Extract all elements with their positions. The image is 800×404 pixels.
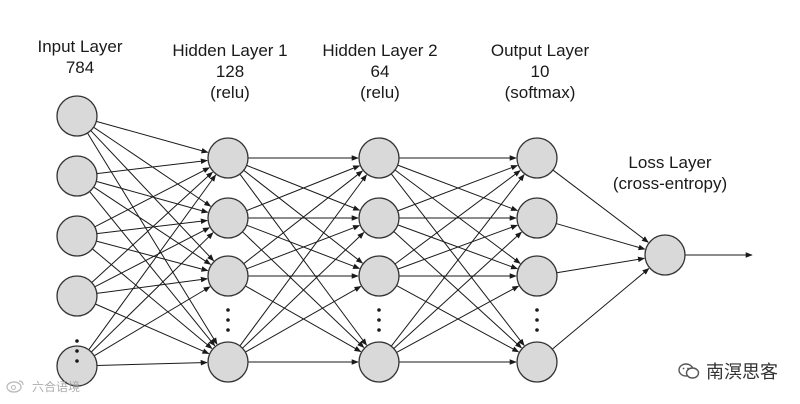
input-to-hidden1-edge bbox=[96, 276, 208, 294]
output-to-loss-edge bbox=[556, 256, 645, 274]
input-to-hidden1-edge bbox=[92, 248, 213, 349]
hidden-layer-2-label: Hidden Layer 2 64 (relu) bbox=[305, 40, 455, 103]
input-to-hidden1-edge bbox=[89, 191, 216, 347]
output-layer-label: Output Layer 10 (softmax) bbox=[470, 40, 610, 103]
output-to-loss-edge bbox=[552, 169, 649, 243]
output-to-loss-edge bbox=[552, 268, 650, 350]
input-node bbox=[56, 215, 98, 257]
hidden1-node bbox=[207, 197, 249, 239]
wechat-watermark-text: 南溟思客 bbox=[706, 362, 778, 383]
input-to-hidden1-edge bbox=[94, 167, 210, 228]
hidden2-to-output-edge bbox=[397, 224, 518, 270]
hidden1-to-hidden2-edge bbox=[246, 225, 361, 270]
hidden2-node bbox=[358, 197, 400, 239]
input-to-hidden1-edge bbox=[96, 158, 208, 175]
ellipsis-dot bbox=[226, 328, 230, 332]
hidden1-to-hidden2-edge bbox=[246, 165, 361, 212]
hidden-layer-1-label: Hidden Layer 1 128 (relu) bbox=[155, 40, 305, 103]
input-to-hidden1-edge bbox=[87, 132, 218, 345]
ellipsis-dot bbox=[377, 328, 381, 332]
loss-node bbox=[644, 234, 686, 276]
loss-layer-name: Loss Layer bbox=[628, 153, 712, 172]
input-node bbox=[56, 95, 98, 137]
hidden1-node bbox=[207, 255, 249, 297]
input-node bbox=[56, 275, 98, 317]
hidden-layer-1-size: 128 bbox=[215, 62, 245, 81]
wechat-watermark: 南溟思客 bbox=[678, 358, 778, 385]
hidden-layer-2-name: Hidden Layer 2 bbox=[322, 41, 438, 60]
hidden1-ellipsis bbox=[226, 308, 230, 332]
output-node bbox=[516, 255, 558, 297]
output-ellipsis bbox=[535, 308, 539, 332]
hidden-layer-1-name: Hidden Layer 1 bbox=[172, 41, 288, 60]
hidden1-to-hidden2-edge bbox=[243, 170, 364, 265]
output-layer-activation: (softmax) bbox=[504, 83, 576, 102]
ellipsis-dot bbox=[377, 308, 381, 312]
input-to-hidden1-edge bbox=[96, 240, 209, 272]
hidden2-to-output-edge bbox=[394, 170, 521, 265]
input-to-hidden1-edge bbox=[93, 286, 211, 357]
weibo-icon bbox=[6, 379, 26, 396]
ellipsis-dot bbox=[75, 349, 79, 353]
hidden1-node bbox=[207, 137, 249, 179]
ellipsis-dot bbox=[75, 339, 79, 343]
ellipsis-dot bbox=[377, 318, 381, 322]
wechat-icon bbox=[678, 362, 700, 385]
hidden-layer-1-activation: (relu) bbox=[210, 83, 250, 102]
neuron-nodes bbox=[56, 95, 686, 387]
hidden2-to-output-edge bbox=[393, 231, 522, 349]
ellipsis-dot bbox=[535, 318, 539, 322]
input-to-hidden1-edge bbox=[91, 171, 214, 283]
input-layer-size: 784 bbox=[65, 58, 95, 77]
input-ellipsis bbox=[75, 339, 79, 363]
output-node bbox=[516, 197, 558, 239]
hidden1-to-hidden2-edge bbox=[245, 285, 362, 353]
hidden2-to-output-edge bbox=[396, 285, 520, 353]
hidden2-ellipsis bbox=[377, 308, 381, 332]
hidden-layer-2-size: 64 bbox=[370, 62, 390, 81]
input-to-hidden1-edge bbox=[88, 174, 217, 351]
input-to-hidden1-edge bbox=[90, 130, 215, 262]
input-layer-label: Input Layer 784 bbox=[20, 36, 140, 78]
hidden1-node bbox=[207, 341, 249, 383]
ellipsis-dot bbox=[226, 308, 230, 312]
loss-layer-label: Loss Layer (cross-entropy) bbox=[590, 152, 750, 194]
hidden1-to-hidden2-edge bbox=[242, 232, 365, 349]
hidden1-to-hidden2-edge bbox=[239, 174, 367, 347]
output-node bbox=[516, 137, 558, 179]
input-to-hidden1-edge bbox=[93, 186, 212, 265]
input-to-hidden1-edge bbox=[90, 232, 214, 353]
input-node bbox=[56, 345, 98, 387]
hidden2-to-output-edge bbox=[390, 174, 525, 347]
hidden2-node bbox=[358, 341, 400, 383]
input-to-hidden1-edge bbox=[95, 303, 210, 355]
ellipsis-dot bbox=[226, 318, 230, 322]
input-node bbox=[56, 155, 98, 197]
output-node bbox=[516, 341, 558, 383]
input-to-hidden1-edge bbox=[96, 120, 209, 154]
input-layer-name: Input Layer bbox=[37, 37, 123, 56]
weibo-watermark-text: 六合语境 bbox=[32, 380, 81, 394]
output-layer-size: 10 bbox=[530, 62, 550, 81]
input-to-hidden1-edge bbox=[94, 227, 210, 288]
loss-layer-activation: (cross-entropy) bbox=[612, 174, 728, 193]
ellipsis-dot bbox=[535, 308, 539, 312]
ellipsis-dot bbox=[75, 359, 79, 363]
connection-edges bbox=[87, 120, 753, 366]
hidden2-node bbox=[358, 255, 400, 297]
input-to-hidden1-edge bbox=[96, 359, 208, 366]
hidden2-to-output-edge bbox=[397, 164, 519, 212]
weibo-watermark: 六合语境 bbox=[6, 378, 80, 396]
output-to-loss-edge bbox=[556, 223, 646, 251]
hidden-layer-2-activation: (relu) bbox=[360, 83, 400, 102]
ellipsis-dot bbox=[535, 328, 539, 332]
output-layer-name: Output Layer bbox=[490, 41, 590, 60]
hidden2-node bbox=[358, 137, 400, 179]
